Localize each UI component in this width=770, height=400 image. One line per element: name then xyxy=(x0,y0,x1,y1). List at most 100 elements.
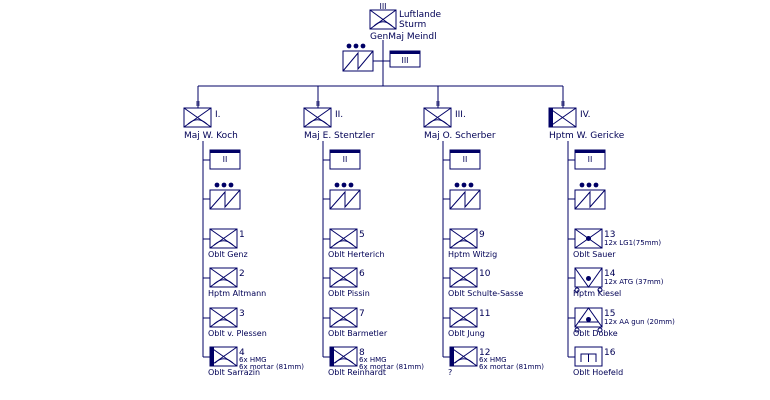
infantry-symbol xyxy=(183,107,212,128)
echelon-dots xyxy=(334,182,354,188)
airborne-arc xyxy=(453,240,474,246)
infantry-symbol xyxy=(449,307,478,328)
company-leader: Oblt Genz xyxy=(208,250,248,259)
signal-symbol xyxy=(209,189,241,210)
echelon-label: II xyxy=(436,100,440,108)
echelon-label: II xyxy=(561,100,565,108)
company-number: 8 xyxy=(359,348,365,358)
company-number: 2 xyxy=(239,269,245,279)
echelon-dot xyxy=(579,182,585,188)
company-number: 10 xyxy=(479,269,491,279)
airborne-arc xyxy=(453,279,474,285)
commander-name: Maj O. Scherber xyxy=(424,131,496,141)
company-leader: Oblt Barmetler xyxy=(328,329,388,338)
commander-name: Hptm W. Gericke xyxy=(549,131,625,141)
hq-band xyxy=(330,150,360,153)
signal-zigzag xyxy=(449,189,481,210)
heavy-bar xyxy=(450,347,454,366)
company-number: 7 xyxy=(359,309,365,319)
infantry-symbol xyxy=(303,107,332,128)
airborne-arc xyxy=(334,358,354,364)
company-number: 6 xyxy=(359,269,365,279)
airborne-arc xyxy=(214,358,234,364)
echelon-dot xyxy=(228,182,234,188)
company-equipment: 12x LG1(75mm) xyxy=(604,239,661,247)
infantry-symbol xyxy=(449,228,478,249)
heavy-bar xyxy=(210,347,214,366)
company-leader: Oblt Pissin xyxy=(328,289,370,298)
infantry-symbol xyxy=(329,228,358,249)
echelon-label: II xyxy=(316,100,320,108)
company-equipment: 6x mortar (81mm) xyxy=(239,363,304,371)
echelon-dot xyxy=(454,182,460,188)
infantry-symbol xyxy=(369,9,397,30)
airborne-arc xyxy=(373,21,393,27)
wheel xyxy=(597,327,603,333)
echelon-label: II xyxy=(343,155,348,164)
company-number: 11 xyxy=(479,309,490,319)
signal-zigzag xyxy=(342,50,374,72)
company-leader: Hptm Witzig xyxy=(448,250,497,259)
airborne-arc xyxy=(213,319,234,325)
wheel xyxy=(597,287,603,293)
echelon-dots xyxy=(454,182,474,188)
heavy-bar xyxy=(549,108,553,127)
echelon-dot xyxy=(593,182,599,188)
company-leader: Oblt Dobke xyxy=(573,329,618,338)
headquarters-symbol xyxy=(389,50,421,68)
company-number: 1 xyxy=(239,230,245,240)
infantry-symbol xyxy=(329,267,358,288)
hq-band xyxy=(575,150,605,153)
company-leader: ? xyxy=(448,368,452,377)
echelon-dot xyxy=(360,43,366,49)
company-leader: Oblt v. Plessen xyxy=(208,329,267,338)
airborne-arc xyxy=(213,279,234,285)
airborne-arc xyxy=(454,358,474,364)
signal-symbol xyxy=(342,50,374,72)
battalion-number: III. xyxy=(455,110,466,120)
anti-tank-symbol xyxy=(574,267,603,293)
company-equipment: 6x mortar (81mm) xyxy=(479,363,544,371)
heavy-company-symbol xyxy=(329,346,358,367)
gun-dot xyxy=(586,317,591,322)
infantry-symbol xyxy=(574,228,603,249)
echelon-dot xyxy=(586,182,592,188)
heavy-company-symbol xyxy=(209,346,238,367)
cross-line xyxy=(329,346,358,367)
infantry-symbol xyxy=(209,228,238,249)
company-leader: Oblt Jung xyxy=(448,329,485,338)
at-chevron xyxy=(574,267,603,288)
commander-name: Maj W. Koch xyxy=(184,131,238,141)
aa-chevron xyxy=(574,307,603,328)
wheel xyxy=(574,327,580,333)
commander-name: GenMaj Meindl xyxy=(370,32,437,42)
commander-name: Maj E. Stentzler xyxy=(304,131,375,141)
company-number: 15 xyxy=(604,309,615,319)
airborne-arc xyxy=(333,279,354,285)
echelon-label: II xyxy=(588,155,593,164)
echelon-dots xyxy=(346,43,366,49)
engineer-symbol xyxy=(574,346,603,367)
heavy-company-symbol xyxy=(548,107,577,128)
airborne-arc xyxy=(333,240,354,246)
airborne-arc xyxy=(213,240,234,246)
battalion-number: IV. xyxy=(580,110,591,120)
echelon-dot xyxy=(221,182,227,188)
unit-name: Sturm xyxy=(399,20,426,30)
signal-zigzag xyxy=(574,189,606,210)
echelon-label: II xyxy=(196,100,200,108)
company-number: 12 xyxy=(479,348,490,358)
company-equipment: 6x HMG xyxy=(359,356,387,364)
company-leader: Hptm Kiesel xyxy=(573,289,621,298)
